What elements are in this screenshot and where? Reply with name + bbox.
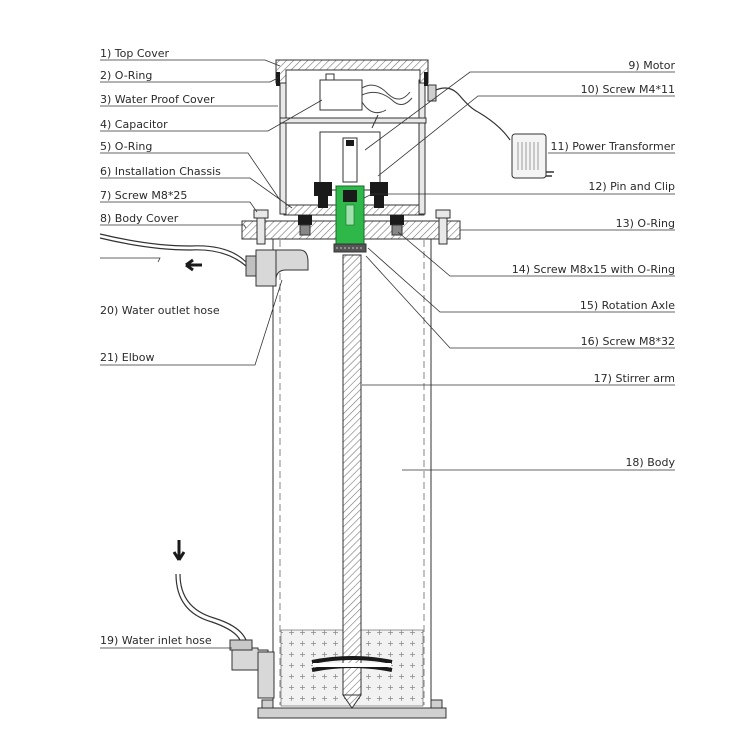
inlet-hose — [175, 573, 247, 641]
inflow-arrow-icon — [172, 540, 186, 561]
label-rotation-axle: 15) Rotation Axle — [580, 299, 675, 312]
label-screw-m8x25: 7) Screw M8*25 — [100, 189, 187, 202]
label-o-ring-2: 2) O-Ring — [100, 69, 152, 82]
top-cover — [275, 59, 429, 86]
base-plate — [257, 699, 447, 719]
motor-mounts — [314, 182, 388, 208]
label-elbow: 21) Elbow — [100, 351, 155, 364]
leader-lines — [100, 59, 675, 649]
cable-gland — [427, 84, 479, 113]
label-installation-chassis: 6) Installation Chassis — [100, 165, 221, 178]
motor — [319, 114, 381, 191]
label-motor: 9) Motor — [628, 59, 675, 72]
label-body-cover: 8) Body Cover — [100, 212, 179, 225]
label-water-inlet-hose: 19) Water inlet hose — [100, 634, 212, 647]
outlet-elbow — [245, 249, 309, 287]
label-stirrer-arm: 17) Stirrer arm — [594, 372, 675, 385]
screw-m8x25 — [253, 209, 451, 245]
label-water-outlet-hose: 20) Water outlet hose — [100, 304, 220, 317]
label-pin-and-clip: 12) Pin and Clip — [588, 180, 675, 193]
stirrer-arm — [311, 254, 393, 709]
labels: 1) Top Cover 2) O-Ring 3) Water Proof Co… — [100, 47, 675, 647]
label-o-ring-5: 5) O-Ring — [100, 140, 152, 153]
label-o-ring-13: 13) O-Ring — [616, 217, 675, 230]
label-power-transformer: 11) Power Transformer — [550, 140, 675, 153]
label-top-cover: 1) Top Cover — [100, 47, 170, 60]
capacitor — [319, 73, 413, 114]
power-transformer — [477, 111, 554, 179]
outflow-arrow-icon — [185, 258, 202, 272]
rotation-axle — [333, 243, 367, 253]
label-water-proof-cover: 3) Water Proof Cover — [100, 93, 215, 106]
pin-and-clip — [335, 185, 365, 245]
inlet-elbow — [229, 639, 275, 699]
label-body: 18) Body — [625, 456, 675, 469]
outlet-hose — [99, 233, 247, 267]
label-screw-m4x11: 10) Screw M4*11 — [581, 83, 675, 96]
label-capacitor: 4) Capacitor — [100, 118, 168, 131]
screw-m8x15 — [298, 215, 404, 236]
label-screw-m8x32: 16) Screw M8*32 — [581, 335, 675, 348]
label-screw-m8x15: 14) Screw M8x15 with O-Ring — [512, 263, 675, 276]
